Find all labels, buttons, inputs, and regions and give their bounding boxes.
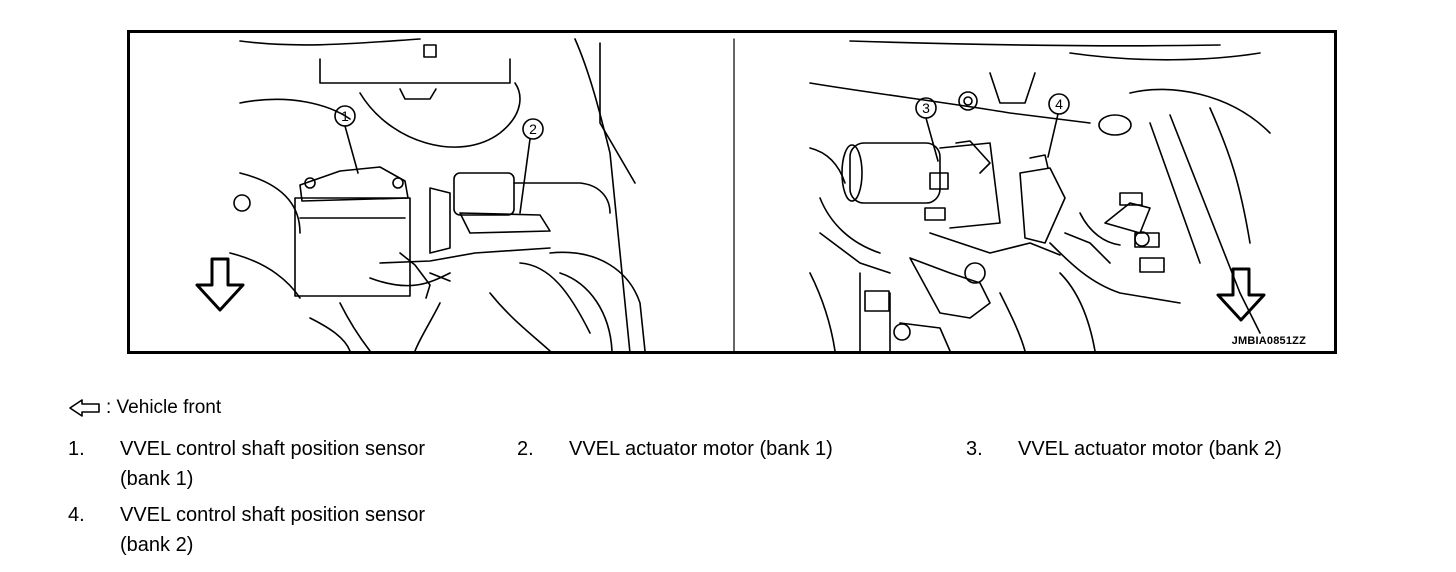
item-text: VVEL control shaft position sensor xyxy=(120,504,425,526)
left-view xyxy=(195,38,646,351)
item-number: 4. xyxy=(68,504,85,526)
item-number: 2. xyxy=(517,438,534,460)
item-number: 3. xyxy=(966,438,983,460)
callout-2: 2 xyxy=(529,121,537,137)
item-number: 1. xyxy=(68,438,85,460)
item-text: VVEL actuator motor (bank 2) xyxy=(1018,438,1282,460)
front-arrow-icon-left xyxy=(195,257,245,312)
vehicle-front-legend: : Vehicle front xyxy=(68,397,221,419)
item-text: VVEL actuator motor (bank 1) xyxy=(569,438,833,460)
figure-code: JMBIA0851ZZ xyxy=(1231,335,1306,347)
item-text: VVEL control shaft position sensor xyxy=(120,438,425,460)
engine-illustration: 1 2 3 4 JMBIA0851ZZ xyxy=(127,30,1337,354)
engine-line-drawing: 1 2 3 4 xyxy=(195,38,1271,351)
item-text-cont: (bank 2) xyxy=(120,534,194,556)
callout-4: 4 xyxy=(1055,96,1063,112)
callout-1: 1 xyxy=(341,108,349,124)
callout-3: 3 xyxy=(922,100,930,116)
right-view xyxy=(809,40,1271,351)
vehicle-front-label: : Vehicle front xyxy=(106,397,222,418)
hollow-arrow-left-icon xyxy=(69,399,100,417)
item-text-cont: (bank 1) xyxy=(120,468,194,490)
front-arrow-icon-right xyxy=(1216,267,1266,322)
